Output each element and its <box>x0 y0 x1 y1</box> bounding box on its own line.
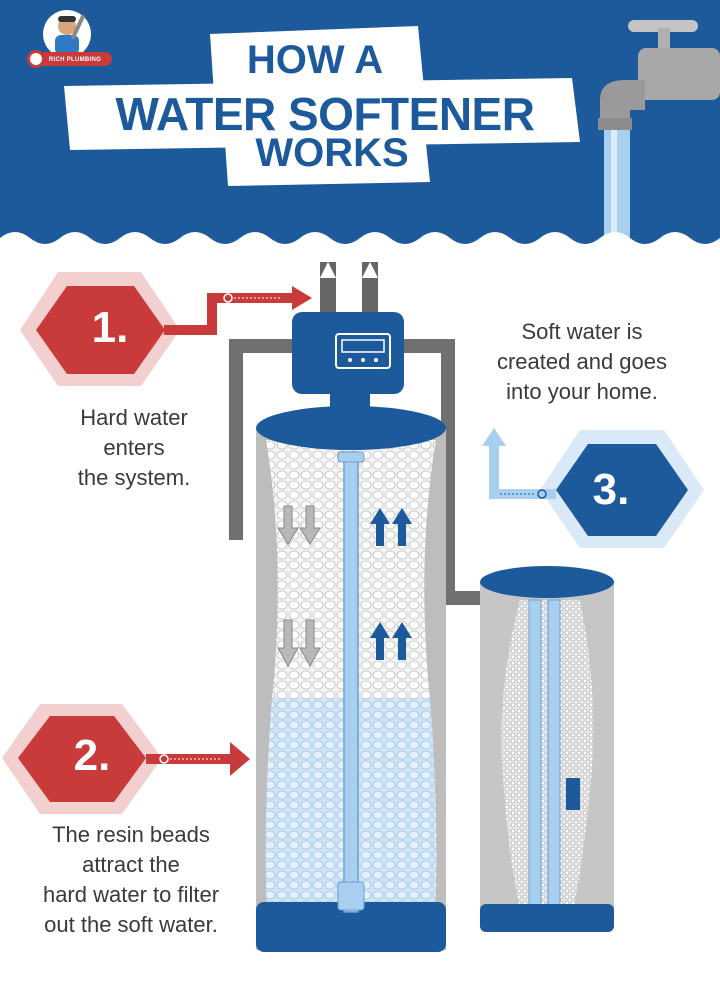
down-arrows-lower <box>277 619 321 668</box>
step-2-caption-line: hard water to filter <box>42 882 220 907</box>
step-3-caption-line: into your home. <box>506 379 658 404</box>
brine-line-pipe <box>400 339 490 605</box>
step-1-caption-line: enters <box>103 435 165 460</box>
step-1-arrow <box>164 293 294 335</box>
step-3-caption-line: created and goes <box>496 349 668 374</box>
step-1-badge <box>36 286 165 374</box>
step-2-caption-line: The resin beads <box>52 822 210 847</box>
plumber-mascot-icon <box>55 14 86 55</box>
title-line-1: HOW A <box>246 38 384 82</box>
title-plate-1 <box>210 26 424 94</box>
step-2-arrow <box>146 754 232 764</box>
faucet-icon <box>598 20 720 130</box>
header-art <box>0 20 720 250</box>
title-plate-3 <box>224 124 430 186</box>
control-valve-head <box>292 312 404 394</box>
up-arrows-upper <box>370 508 412 546</box>
title-line-3: WORKS <box>255 131 409 175</box>
mineral-tank <box>256 406 446 952</box>
step-2-caption-line: attract the <box>82 852 180 877</box>
step-3-caption: Soft water is created and goes into your… <box>452 317 712 407</box>
title-plate-2 <box>64 78 580 150</box>
title-line-2: WATER SOFTENER <box>115 88 535 140</box>
step-2-badge <box>18 716 146 802</box>
step-3-arrow <box>489 444 556 499</box>
step-1-caption-line: the system. <box>77 465 191 490</box>
brine-tank <box>480 566 614 932</box>
step-1-caption-line: Hard water <box>80 405 188 430</box>
step-2-number: 2. <box>73 731 111 780</box>
step-3-badge <box>556 444 688 536</box>
brand-logo <box>27 10 112 68</box>
step-3-number: 3. <box>592 465 630 514</box>
wave-divider <box>0 232 720 250</box>
step-3-caption-line: Soft water is <box>521 319 643 344</box>
control-display <box>335 333 391 369</box>
down-arrows-upper <box>277 505 321 545</box>
step-2-caption: The resin beads attract the hard water t… <box>0 820 262 940</box>
step-1-caption: Hard water enters the system. <box>18 403 250 493</box>
step-2-caption-line: out the soft water. <box>44 912 218 937</box>
left-bypass-pipe <box>229 339 300 540</box>
up-arrows-lower <box>370 622 412 660</box>
header-banner: RICH PLUMBING HOW A WATER SOFTENER WORKS <box>0 0 720 250</box>
logo-text: RICH PLUMBING <box>48 57 102 63</box>
step-1-number: 1. <box>91 303 129 352</box>
